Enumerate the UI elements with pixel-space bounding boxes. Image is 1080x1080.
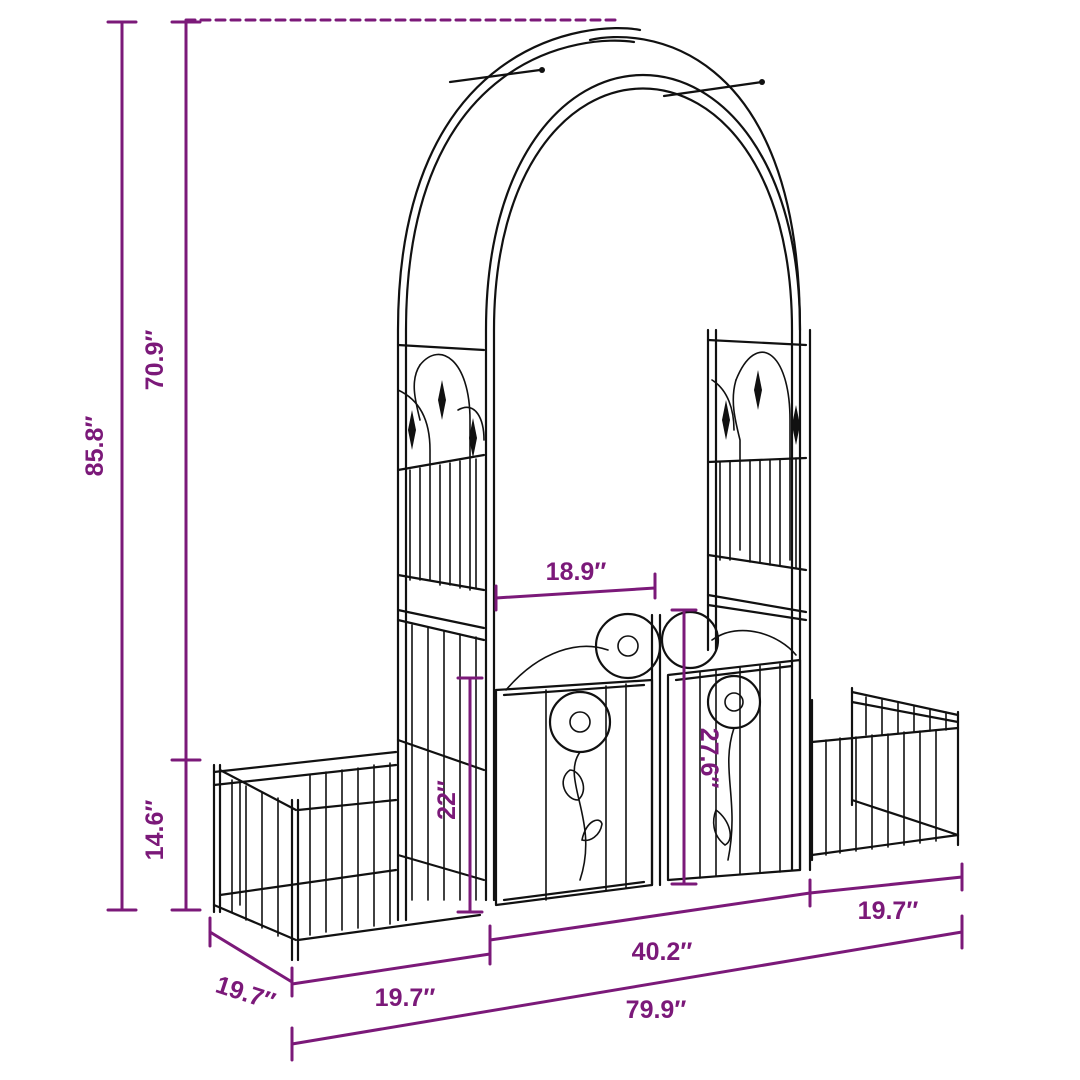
gate-width-label: 18.9″ (546, 558, 607, 586)
right-width-label: 19.7″ (858, 897, 919, 925)
door-height-label: 27.6″ (695, 728, 723, 789)
total-width-line (290, 930, 964, 1046)
total-height-label: 85.8″ (81, 416, 109, 477)
right-planter (810, 686, 960, 862)
center-width-line (488, 891, 812, 942)
arch-frame (396, 27, 812, 922)
center-width-label: 40.2″ (632, 938, 693, 966)
left-planter (212, 750, 482, 962)
gate-width-line (494, 586, 657, 600)
left-side-panel (396, 343, 486, 901)
gate-height-label: 22″ (433, 780, 461, 820)
depth-label: 19.7″ (212, 971, 278, 1016)
depth-line (208, 930, 294, 984)
planter-height-label: 14.6″ (141, 800, 169, 861)
total-width-label: 79.9″ (626, 996, 687, 1024)
right-side-panel (706, 338, 808, 622)
dimension-lines (106, 18, 964, 1062)
arch-height-label: 70.9″ (141, 330, 169, 391)
left-width-line (290, 952, 492, 986)
gate (494, 610, 802, 907)
right-width-line (808, 875, 964, 895)
left-width-label: 19.7″ (375, 984, 436, 1012)
